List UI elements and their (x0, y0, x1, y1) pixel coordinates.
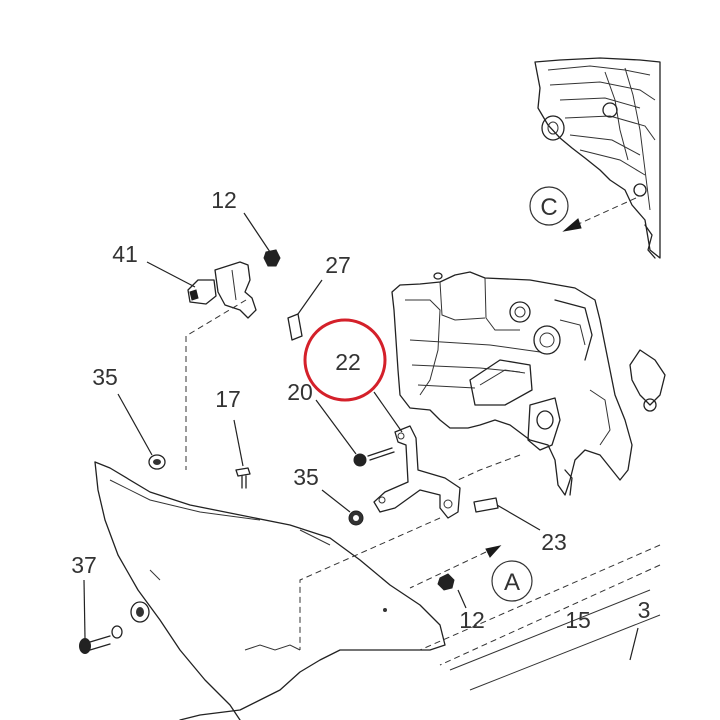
callout-35-left: 35 (92, 364, 118, 390)
callout-20: 20 (287, 379, 313, 405)
callout-22: 22 (335, 349, 361, 375)
part-22-bracket (373, 425, 461, 519)
callout-15: 15 (565, 607, 591, 633)
main-housing-assembly (391, 271, 633, 496)
part-41-clip (187, 261, 257, 319)
callout-23: 23 (541, 529, 567, 555)
side-bracket (629, 349, 666, 412)
highlight-circle (303, 318, 387, 402)
part-15-lines (449, 589, 661, 691)
part-23-pad (473, 497, 499, 513)
part-12-nut-top (263, 249, 281, 267)
part-35-washer-left (148, 454, 166, 470)
view-c-marker: C (529, 186, 637, 232)
cover-panel (94, 461, 446, 720)
part-20-screw (353, 447, 395, 467)
callout-17: 17 (215, 386, 241, 412)
alignment-lines (185, 299, 661, 666)
leader-lines (83, 212, 541, 639)
callout-27: 27 (325, 252, 351, 278)
callout-12-bottom: 12 (459, 607, 485, 633)
upper-frame-assembly (534, 57, 661, 259)
part-12-nut-bottom (437, 573, 455, 591)
callout-37: 37 (71, 552, 97, 578)
part-35-washer-mid (348, 510, 364, 526)
view-a-marker: A (491, 560, 533, 602)
view-c-label: C (540, 194, 557, 221)
callout-41: 41 (112, 241, 138, 267)
view-a-label: A (504, 569, 520, 596)
callout-12-top: 12 (211, 187, 237, 213)
part-37-bolt (79, 601, 150, 654)
callouts: 12 41 27 22 20 35 17 35 23 37 12 15 3 (71, 187, 650, 633)
callout-35-mid: 35 (293, 464, 319, 490)
part-17-rivet (235, 467, 251, 489)
part-27-pad (287, 313, 303, 341)
callout-3: 3 (638, 597, 651, 623)
